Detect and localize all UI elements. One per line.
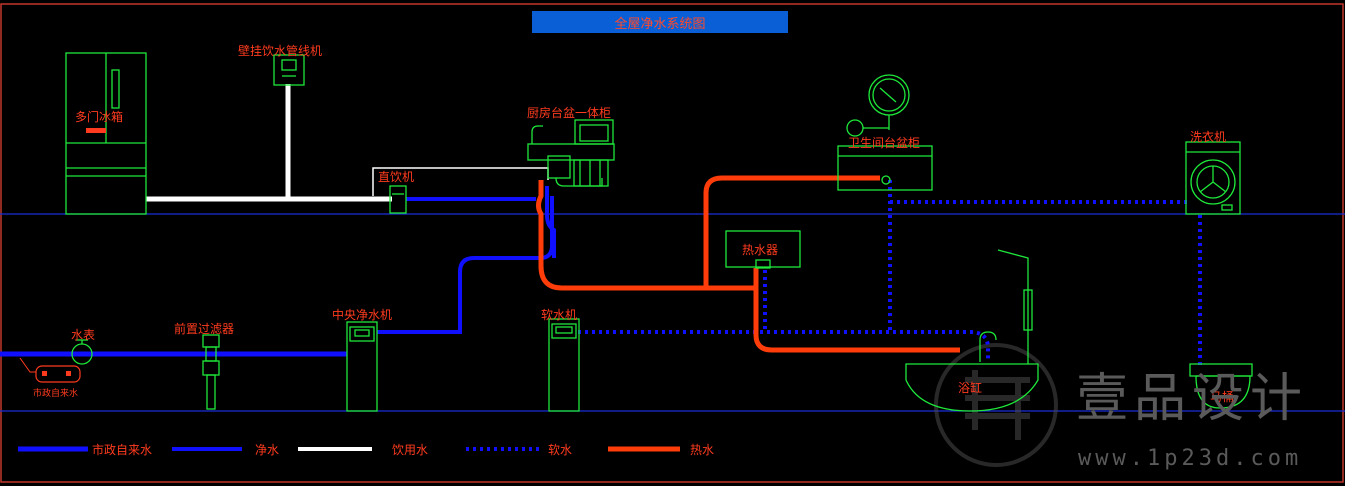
label-central-purifier: 中央净水机	[332, 308, 393, 322]
label-direct-drinker: 直饮机	[378, 170, 415, 184]
kitchen-cabinet-icon	[527, 119, 615, 187]
label-washer: 洗衣机	[1190, 130, 1227, 144]
label-bathtub: 浴缸	[958, 381, 983, 395]
washing-machine-icon	[1185, 141, 1241, 215]
fridge-icon	[65, 52, 147, 215]
purified-water-lines	[377, 186, 556, 334]
diagram-title: 全屋净水系统图	[532, 11, 788, 33]
legend-label-tap: 市政自来水	[92, 443, 153, 457]
label-municipal-tap: 市政自来水	[33, 389, 79, 399]
water-meter-icon	[71, 339, 93, 365]
wall-dispenser-icon	[273, 54, 305, 86]
bathroom-cabinet-icon	[837, 74, 933, 191]
label-water-heater: 热水器	[742, 243, 779, 257]
label-bath-cabinet: 卫生间台盆柜	[848, 136, 921, 150]
watermark-url: www.1p23d.com	[1078, 446, 1303, 471]
legend-label-drinking: 饮用水	[392, 443, 429, 457]
toilet-icon	[1189, 363, 1253, 409]
label-softener: 软水机	[541, 308, 578, 322]
label-kitchen-cabinet: 厨房台盆一体柜	[527, 106, 612, 120]
prefilter-icon	[202, 334, 220, 410]
softener-icon	[548, 318, 580, 412]
legend-label-hot: 热水	[690, 443, 715, 457]
central-purifier-icon	[346, 321, 378, 412]
legend-label-soft: 软水	[548, 443, 573, 457]
label-prefilter: 前置过滤器	[174, 322, 235, 336]
label-fridge: 多门冰箱	[75, 110, 124, 124]
hot-water-lines	[536, 175, 960, 353]
legend-label-purified: 净水	[255, 443, 280, 457]
municipal-tap-icon	[19, 357, 81, 383]
watermark-brand: 壹品设计	[1076, 369, 1309, 429]
label-toilet: 马桶	[1210, 390, 1235, 404]
label-water-meter: 水表	[71, 328, 96, 342]
bathtub-icon	[905, 249, 1039, 412]
soft-water-lines	[578, 180, 1202, 365]
drinking-water-lines	[146, 84, 549, 202]
watermark-logo	[934, 343, 1058, 467]
water-heater-icon	[725, 230, 801, 269]
frame-border	[0, 3, 1344, 483]
direct-drinker-icon	[389, 185, 407, 214]
label-wall-dispenser: 壁挂饮水管线机	[238, 44, 323, 58]
